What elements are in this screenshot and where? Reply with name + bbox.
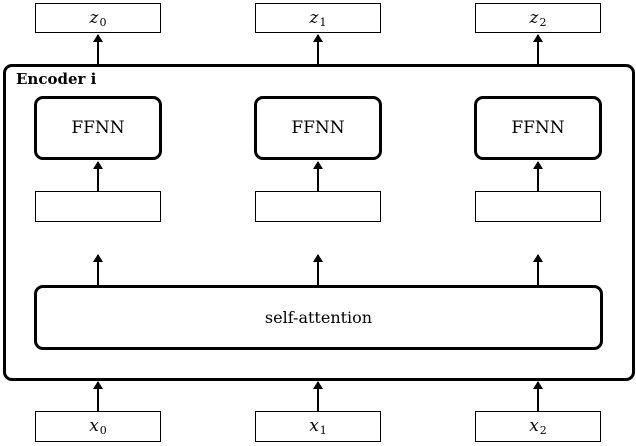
input-box-x1: x1 (255, 411, 381, 442)
self-attention-label: self-attention (264, 308, 373, 327)
output-box-z1: z1 (255, 3, 381, 33)
ffnn-label-0: FFNN (71, 118, 125, 138)
intermediate-box-1 (255, 191, 381, 222)
output-box-z2: z2 (475, 3, 601, 33)
self-attention-box: self-attention (34, 285, 603, 350)
input-label-x1: x1 (309, 416, 327, 437)
ffnn-label-1: FFNN (291, 118, 345, 138)
encoder-title: Encoder i (16, 70, 97, 88)
input-box-x0: x0 (35, 411, 161, 442)
ffnn-box-1: FFNN (254, 96, 382, 160)
input-box-x2: x2 (475, 411, 601, 442)
input-label-x2: x2 (529, 416, 547, 437)
intermediate-box-2 (475, 191, 601, 222)
input-label-x0: x0 (89, 416, 107, 437)
output-label-z1: z1 (309, 7, 327, 29)
output-box-z0: z0 (35, 3, 161, 33)
output-label-z0: z0 (89, 7, 107, 29)
output-label-z2: z2 (529, 7, 547, 29)
ffnn-label-2: FFNN (511, 118, 565, 138)
ffnn-box-0: FFNN (34, 96, 162, 160)
intermediate-box-0 (35, 191, 161, 222)
ffnn-box-2: FFNN (474, 96, 602, 160)
